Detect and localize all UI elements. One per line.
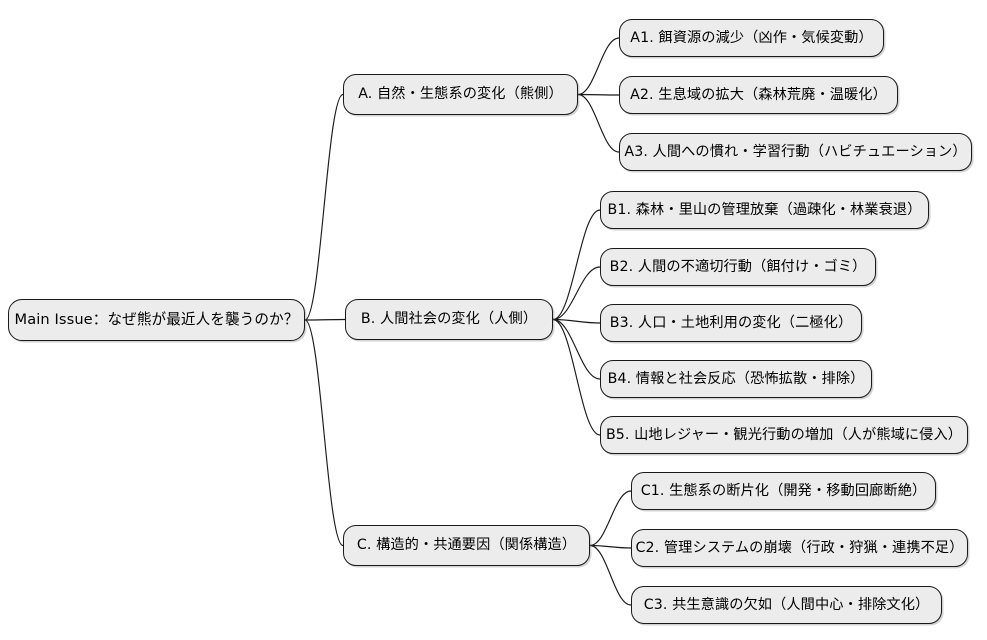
leaf-node-b2[interactable]: B2. 人間の不適切行動（餌付け・ゴミ） (600, 248, 876, 286)
leaf-node-b5-label: B5. 山地レジャー・観光行動の増加（人が熊域に侵入） (605, 426, 963, 443)
edge-branch-b-to-node-b1 (552, 209, 601, 321)
leaf-node-c3[interactable]: C3. 共生意識の欠如（人間中心・排除文化） (631, 586, 942, 624)
branch-node-c-label: C. 構造的・共通要因（関係構造） (356, 537, 577, 554)
leaf-node-c2[interactable]: C2. 管理システムの崩壊（行政・狩猟・連携不足） (631, 529, 968, 567)
edge-branch-a-to-node-a3 (577, 93, 620, 153)
leaf-node-b3[interactable]: B3. 人口・土地利用の変化（二極化） (600, 304, 862, 342)
edge-branch-a-to-node-a2 (577, 93, 620, 96)
branch-node-b[interactable]: B. 人間社会の変化（人側） (345, 299, 553, 340)
branch-node-c[interactable]: C. 構造的・共通要因（関係構造） (343, 525, 590, 566)
branch-node-a[interactable]: A. 自然・生態系の変化（熊側） (343, 74, 578, 115)
leaf-node-b4[interactable]: B4. 情報と社会反応（恐怖拡散・排除） (600, 360, 872, 398)
leaf-node-b3-label: B3. 人口・土地利用の変化（二極化） (609, 314, 853, 331)
branch-node-b-label: B. 人間社会の変化（人側） (360, 311, 538, 328)
edge-branch-b-to-node-b5 (552, 318, 601, 436)
leaf-node-c2-label: C2. 管理システムの崩壊（行政・狩猟・連携不足） (635, 539, 964, 556)
leaf-node-b2-label: B2. 人間の不適切行動（餌付け・ゴミ） (609, 258, 867, 275)
leaf-node-c3-label: C3. 共生意識の欠如（人間中心・排除文化） (643, 596, 930, 613)
leaf-node-a2[interactable]: A2. 生息域の拡大（森林荒廃・温暖化） (619, 76, 898, 114)
root-node-main-issue[interactable]: Main Issue：なぜ熊が最近人を襲うのか？ (8, 299, 305, 341)
edge-branch-c-to-node-c3 (589, 544, 632, 606)
leaf-node-b1[interactable]: B1. 森林・里山の管理放棄（過疎化・林業衰退） (600, 191, 929, 229)
leaf-node-a1-label: A1. 餌資源の減少（凶作・気候変動） (630, 29, 873, 46)
leaf-node-a3-label: A3. 人間への慣れ・学習行動（ハビチュエーション） (624, 143, 967, 160)
leaf-node-c1[interactable]: C1. 生態系の断片化（開発・移動回廊断絶） (631, 472, 936, 510)
leaf-node-c1-label: C1. 生態系の断片化（開発・移動回廊断絶） (640, 482, 927, 499)
edge-main-issue-to-branch-b (304, 318, 346, 321)
edge-branch-c-to-node-c1 (589, 490, 632, 547)
leaf-node-a3[interactable]: A3. 人間への慣れ・学習行動（ハビチュエーション） (619, 133, 972, 171)
edge-branch-a-to-node-a1 (577, 37, 620, 96)
leaf-node-a1[interactable]: A1. 餌資源の減少（凶作・気候変動） (619, 19, 884, 57)
leaf-node-a2-label: A2. 生息域の拡大（森林荒廃・温暖化） (630, 86, 887, 103)
edge-branch-c-to-node-c2 (589, 544, 632, 549)
edge-main-issue-to-branch-a (304, 93, 344, 321)
leaf-node-b4-label: B4. 情報と社会反応（恐怖拡散・排除） (607, 370, 865, 387)
edge-main-issue-to-branch-c (304, 319, 344, 547)
edge-branch-b-to-node-b2 (552, 266, 601, 321)
edge-branch-b-to-node-b3 (552, 318, 601, 324)
branch-node-a-label: A. 自然・生態系の変化（熊側） (358, 86, 563, 103)
leaf-node-b5[interactable]: B5. 山地レジャー・観光行動の増加（人が熊域に侵入） (600, 416, 968, 454)
edge-branch-b-to-node-b4 (552, 318, 601, 380)
leaf-node-b1-label: B1. 森林・里山の管理放棄（過疎化・林業衰退） (607, 201, 922, 218)
root-node-main-issue-label: Main Issue：なぜ熊が最近人を襲うのか？ (14, 310, 299, 328)
